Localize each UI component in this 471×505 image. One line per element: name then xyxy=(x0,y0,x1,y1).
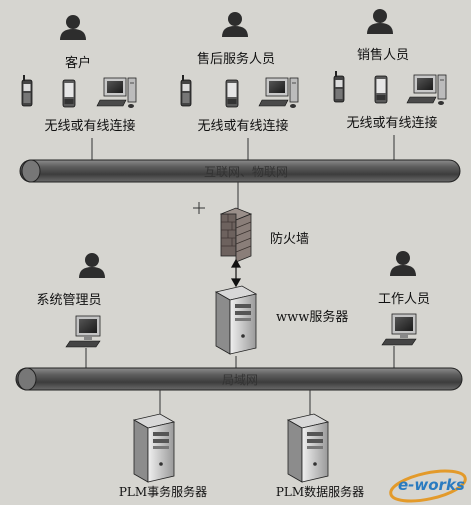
mobile-phone-icon xyxy=(21,74,33,107)
plm-business-server-label: PLM事务服务器 xyxy=(119,484,207,499)
admin-workstation-icon xyxy=(65,315,101,348)
pda-icon xyxy=(225,79,239,108)
sales-label: 销售人员 xyxy=(357,47,409,63)
pda-icon xyxy=(374,75,388,104)
internet-bus: 互联网、物联网 xyxy=(19,159,461,183)
eworks-watermark-logo: e-works xyxy=(389,469,467,503)
aftersales-connection-label: 无线或有线连接 xyxy=(197,118,288,134)
plm-business-server-icon xyxy=(133,413,175,483)
aftersales-person-icon xyxy=(222,12,248,37)
firewall: 防火墙 xyxy=(219,182,309,263)
www-server-label: www服务器 xyxy=(276,309,348,325)
plm-data-server-label: PLM数据服务器 xyxy=(276,484,364,499)
customer-connection-label: 无线或有线连接 xyxy=(44,118,135,134)
plm-business-server: PLM事务服务器 xyxy=(119,413,207,499)
sales-connection-label: 无线或有线连接 xyxy=(346,115,437,131)
firewall-icon xyxy=(219,207,253,263)
www-server: www服务器 xyxy=(215,285,348,355)
top-group-aftersales: 售后服务人员 无线或有线连接 xyxy=(180,12,299,160)
desktop-pc-icon xyxy=(406,74,447,106)
plm-data-server-icon xyxy=(287,413,329,483)
admin-label: 系统管理员 xyxy=(36,293,101,308)
worker-workstation-icon xyxy=(381,313,417,346)
watermark-text: e-works xyxy=(398,476,465,494)
worker: 工作人员 xyxy=(378,251,430,368)
firewall-label: 防火墙 xyxy=(270,231,309,247)
top-group-customer: 客户 无线或有线连接 xyxy=(21,15,137,160)
pda-icon xyxy=(62,79,76,108)
mobile-phone-icon xyxy=(180,74,192,107)
mobile-phone-icon xyxy=(333,70,345,103)
internet-bus-label: 互联网、物联网 xyxy=(204,165,288,179)
lan-bus-label: 局域网 xyxy=(222,373,258,387)
plm-data-server: PLM数据服务器 xyxy=(276,413,364,499)
www-server-icon xyxy=(215,285,257,355)
worker-person-icon xyxy=(390,251,416,276)
customer-label: 客户 xyxy=(65,55,91,71)
top-group-sales: 销售人员 无线或有线连接 xyxy=(333,9,447,160)
lan-bus: 局域网 xyxy=(15,367,463,391)
cursor-cross-icon xyxy=(193,202,205,214)
worker-label: 工作人员 xyxy=(378,292,430,307)
sales-person-icon xyxy=(367,9,393,34)
admin-person-icon xyxy=(79,253,105,278)
desktop-pc-icon xyxy=(96,77,137,109)
aftersales-label: 售后服务人员 xyxy=(197,51,275,67)
system-admin: 系统管理员 xyxy=(36,253,105,368)
double-arrow-icon xyxy=(230,258,242,288)
desktop-pc-icon xyxy=(258,77,299,109)
customer-person-icon xyxy=(60,15,86,40)
